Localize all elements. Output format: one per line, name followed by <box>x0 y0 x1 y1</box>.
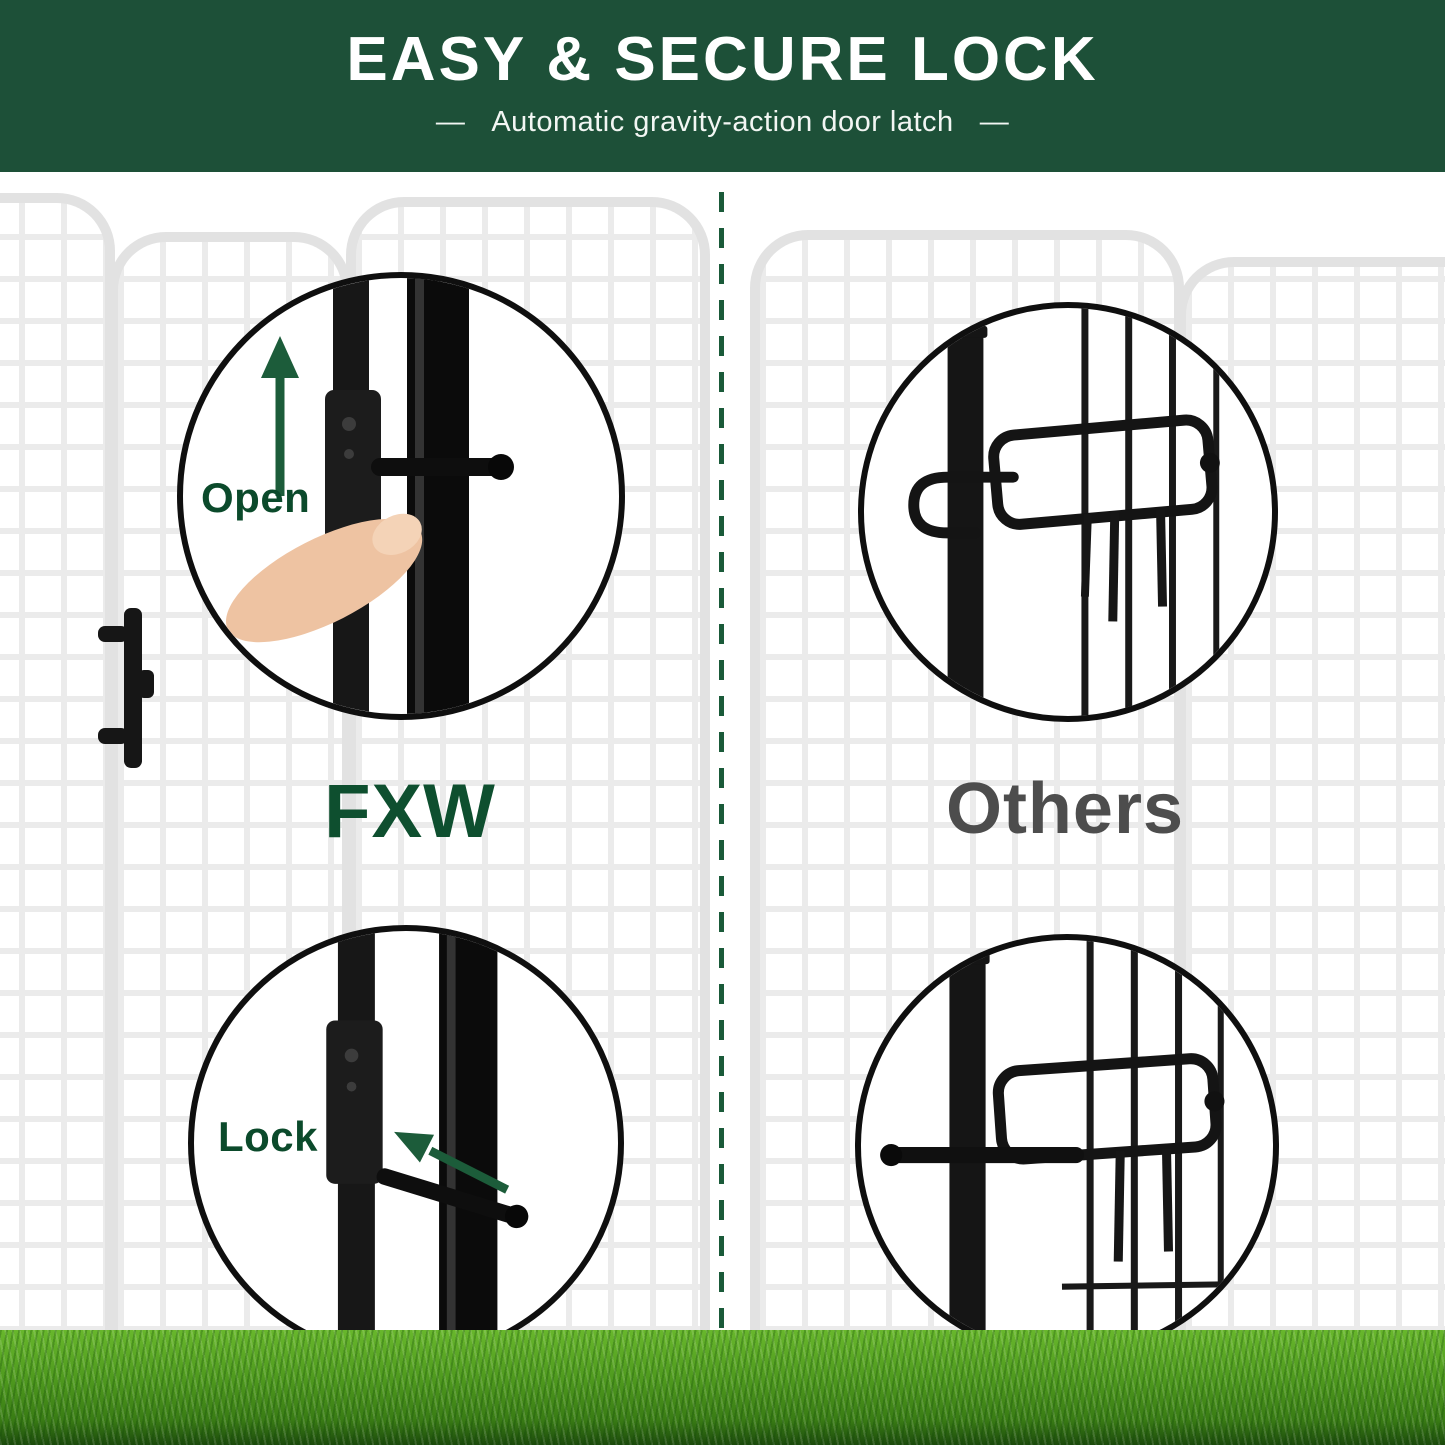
latch-rod <box>371 458 503 476</box>
latch-hook <box>908 471 1019 539</box>
gravity-latch-body <box>325 390 381 545</box>
others-wire-latch-photo <box>908 308 1220 716</box>
others-latch-detail-circle <box>858 302 1278 722</box>
wire-loop-latch <box>988 414 1220 530</box>
subtitle-row: — Automatic gravity-action door latch — <box>436 106 1009 139</box>
subtitle-dash-left: — <box>435 106 466 139</box>
wire-loop-latch <box>992 1053 1225 1165</box>
latch-slide-rod <box>887 1147 1085 1164</box>
lock-label: Lock <box>218 1113 319 1160</box>
latch-rod-cap <box>488 454 514 480</box>
comparison-divider <box>719 192 724 1332</box>
others-latch-detail-circle-2 <box>855 934 1279 1358</box>
header-banner: EASY & SECURE LOCK — Automatic gravity-a… <box>0 0 1445 172</box>
background-latch <box>98 608 168 768</box>
grass-strip <box>0 1330 1445 1445</box>
latch-rod-locked <box>376 1168 529 1229</box>
latch-hardware-icon <box>98 608 154 768</box>
finger <box>225 513 423 643</box>
page-subtitle: Automatic gravity-action door latch <box>491 106 954 139</box>
fxw-open-detail-circle: Open <box>177 272 625 720</box>
page-title: EASY & SECURE LOCK <box>346 24 1099 94</box>
open-label: Open <box>201 474 311 521</box>
arrow-up-icon <box>261 336 299 496</box>
others-wire-latch-photo-2 <box>880 940 1273 1352</box>
gravity-latch-body <box>326 1020 383 1184</box>
fxw-open-latch-photo <box>225 278 514 714</box>
fence-panel <box>0 193 115 1332</box>
brand-label-others: Others <box>945 769 1185 849</box>
fxw-locked-latch-photo <box>326 931 529 1355</box>
arrow-toward-latch-icon <box>394 1131 510 1194</box>
subtitle-dash-right: — <box>979 106 1010 139</box>
brand-label-fxw: FXW <box>324 769 496 854</box>
fxw-lock-detail-circle: Lock <box>188 925 624 1361</box>
fence-post <box>947 333 984 716</box>
